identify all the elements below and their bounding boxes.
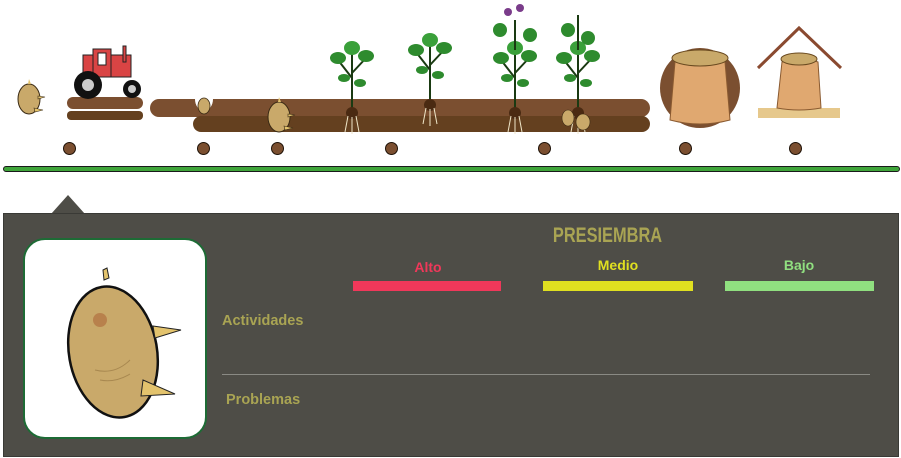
stage-dot-almacenamiento[interactable] <box>789 142 802 155</box>
stage-dot-emergencia[interactable] <box>271 142 284 155</box>
stage-dot-cosecha[interactable] <box>679 142 692 155</box>
level-bar-alto <box>353 281 501 291</box>
problems-label: Problemas <box>226 392 301 408</box>
stage-dot-crecimiento[interactable] <box>385 142 398 155</box>
seed-potato-icon <box>17 78 46 115</box>
row-divider <box>222 374 870 375</box>
level-label-medio: Medio <box>597 257 639 273</box>
stage-dot-floracion[interactable] <box>538 142 551 155</box>
stage-title: PRESIEMBRA <box>552 224 663 247</box>
activities-label: Actividades <box>222 313 304 329</box>
stage-image-card <box>23 238 207 439</box>
tractor-icon <box>67 45 143 120</box>
storage-shed-icon <box>756 25 843 118</box>
seed-potato-icon <box>66 267 182 419</box>
flowering-plant-icon <box>492 4 601 135</box>
stage-dot-siembra[interactable] <box>197 142 210 155</box>
level-label-alto: Alto <box>414 259 442 275</box>
stages-illustration <box>17 4 843 135</box>
timeline-line <box>3 166 900 172</box>
level-bar-medio <box>543 281 693 291</box>
stage-dot-presiembra[interactable] <box>63 142 76 155</box>
level-bar-bajo <box>725 281 874 291</box>
level-label-bajo: Bajo <box>783 257 815 273</box>
potato-sack-icon <box>660 48 740 128</box>
panel-pointer <box>51 195 85 214</box>
planted-seed-icon <box>197 97 211 115</box>
